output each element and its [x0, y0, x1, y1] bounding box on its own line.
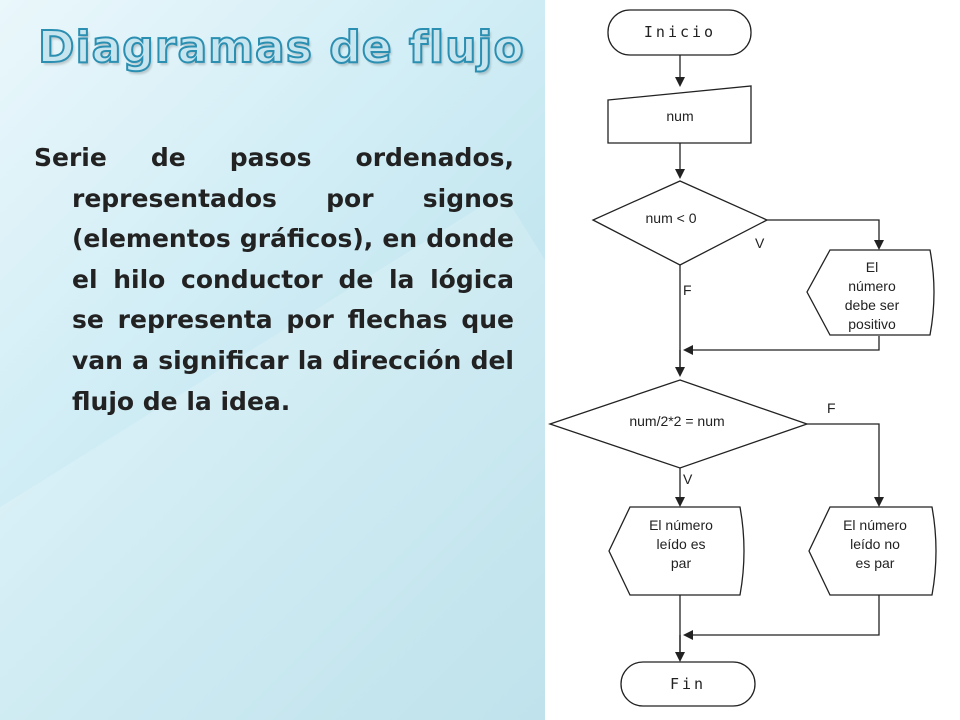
arrow-decision2-false: [807, 423, 884, 507]
message-negative-line-1: El: [866, 259, 878, 275]
decision1-false-label: F: [683, 282, 692, 298]
message-odd-line-2: leído no: [850, 536, 900, 552]
message-even-line-1: El número: [649, 517, 713, 533]
decision2-true-label: V: [683, 471, 693, 487]
message-even-line-2: leído es: [656, 536, 705, 552]
decision2-label: num/2*2 = num: [629, 413, 724, 429]
arrow-odd-merge: [683, 595, 880, 640]
start-label: Inicio: [644, 23, 716, 41]
message-odd-line-3: es par: [856, 555, 895, 571]
decision1-true-label: V: [755, 235, 765, 251]
slide-title: Diagramas de flujo: [37, 21, 525, 74]
decision1-diamond: [591, 180, 769, 266]
body-paragraph: Serie de pasos ordenados, representados …: [34, 143, 514, 416]
input-label: num: [666, 108, 693, 124]
message-odd-shape: [808, 506, 937, 596]
message-negative-line-3: debe ser: [845, 297, 900, 313]
decision2-diamond: [547, 379, 809, 469]
left-panel: Diagramas de flujo Serie de pasos ordena…: [0, 0, 545, 720]
body-text: Serie de pasos ordenados, representados …: [34, 138, 514, 422]
message-negative-line-4: positivo: [848, 316, 896, 332]
decision1-label: num < 0: [646, 210, 697, 226]
end-terminal: [620, 661, 756, 707]
end-label: Fin: [670, 675, 706, 693]
input-shape: [607, 85, 752, 144]
message-odd-line-1: El número: [843, 517, 907, 533]
message-even-line-3: par: [671, 555, 692, 571]
message-even-shape: [608, 506, 745, 596]
decision2-false-label: F: [827, 400, 836, 416]
start-terminal: [607, 9, 752, 56]
arrow-message-merge: [683, 336, 880, 355]
flowchart-diagram: Inicio num num < 0 V F El número debe se…: [547, 9, 937, 707]
message-negative-line-2: número: [848, 278, 896, 294]
message-negative-shape: [806, 249, 935, 336]
arrow-decision1-true: [767, 219, 884, 250]
